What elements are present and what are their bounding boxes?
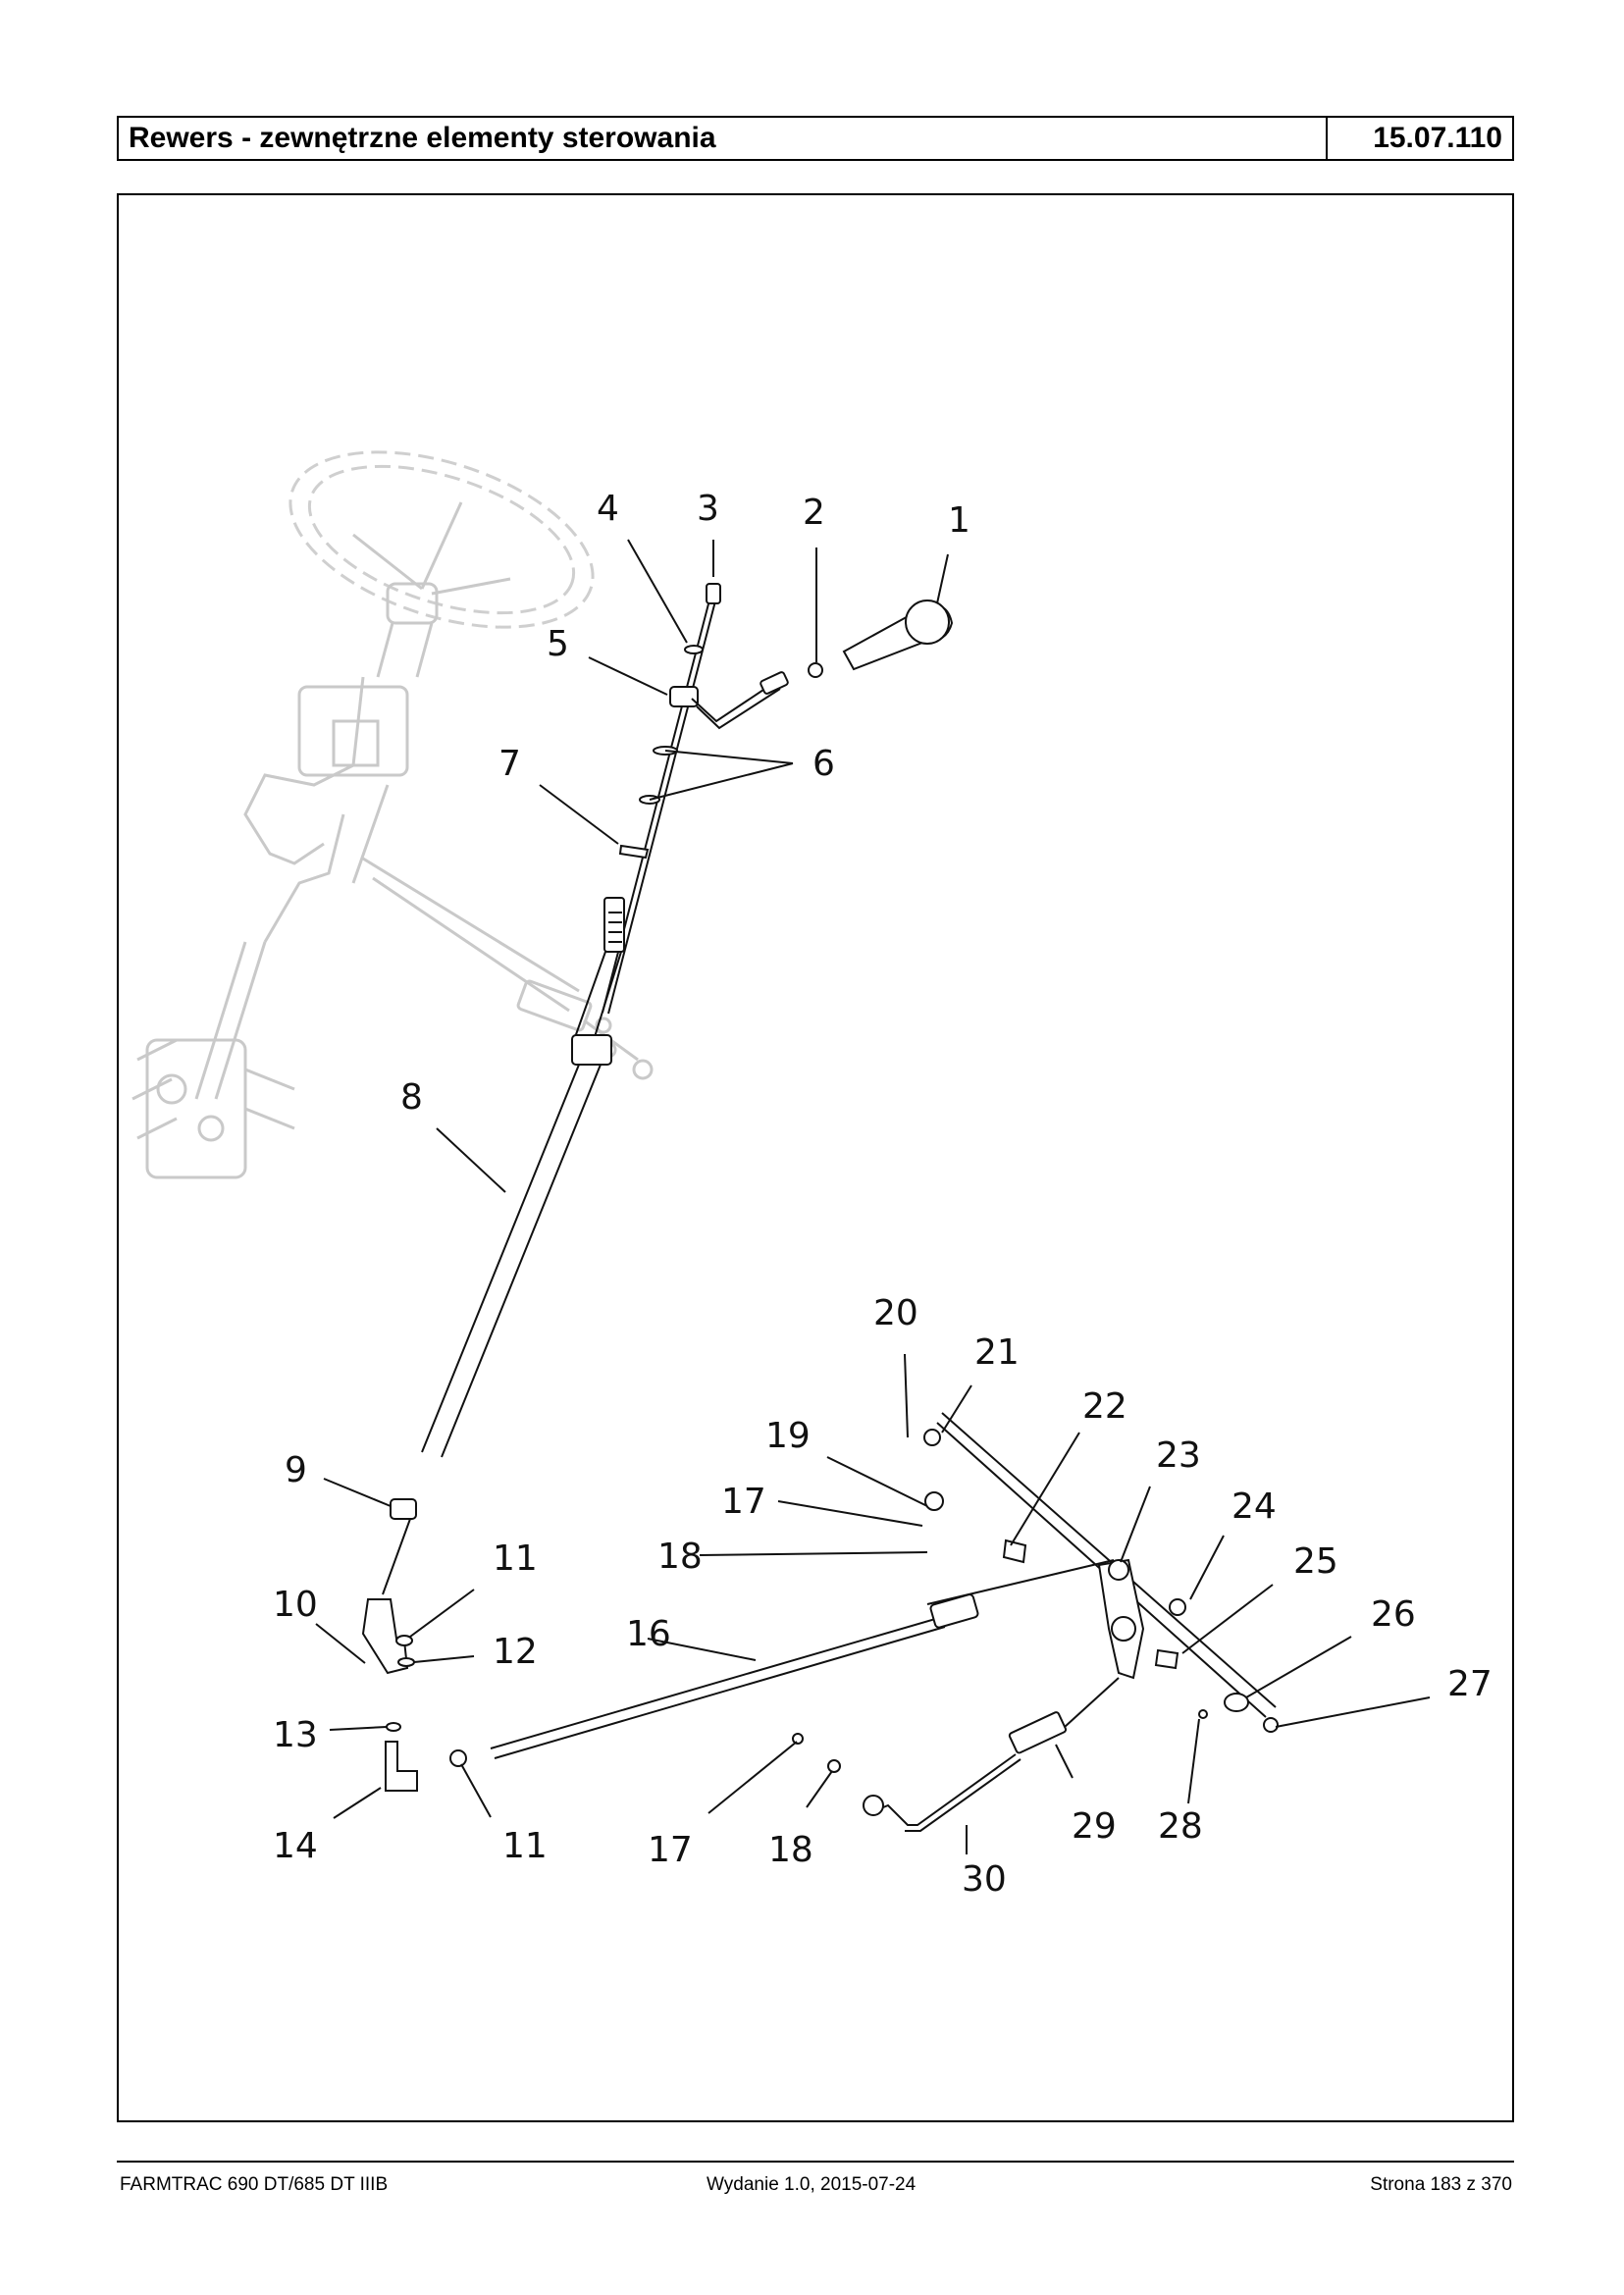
ghost-steering-assembly: [131, 450, 654, 1179]
callout-27: 27: [1447, 1664, 1493, 1704]
header-divider: [1326, 118, 1328, 159]
callout-22: 22: [1082, 1386, 1127, 1427]
callout-18-lower: 18: [768, 1830, 813, 1870]
footer-divider: [117, 2161, 1514, 2163]
callout-28: 28: [1158, 1806, 1203, 1847]
upper-reverse-lever: [361, 583, 954, 1792]
callout-5: 5: [547, 624, 569, 664]
callout-19: 19: [765, 1416, 811, 1456]
callout-7: 7: [498, 744, 521, 784]
callout-8: 8: [400, 1077, 423, 1118]
callout-21: 21: [974, 1332, 1020, 1373]
lower-linkage: [449, 1412, 1279, 1832]
callout-14: 14: [273, 1826, 318, 1866]
callout-2: 2: [803, 493, 825, 533]
callout-4: 4: [597, 489, 619, 529]
callout-18-upper: 18: [657, 1537, 703, 1577]
callout-17-lower: 17: [648, 1830, 693, 1870]
callout-25: 25: [1293, 1541, 1338, 1582]
footer-model: FARMTRAC 690 DT/685 DT IIIB: [120, 2174, 389, 2195]
callout-23: 23: [1156, 1435, 1201, 1476]
callout-3: 3: [697, 489, 719, 529]
callout-12: 12: [493, 1632, 538, 1672]
drawing-frame: [117, 193, 1514, 2122]
footer-edition: Wydanie 1.0, 2015-07-24: [707, 2174, 917, 2195]
callout-24: 24: [1231, 1487, 1277, 1527]
leader-lines: [315, 539, 1431, 1854]
page-header: Rewers - zewnętrzne elementy sterowania …: [117, 116, 1514, 161]
callout-26: 26: [1371, 1594, 1416, 1635]
callout-20: 20: [873, 1293, 918, 1333]
callout-9: 9: [285, 1450, 307, 1490]
footer-page-number: Strona 183 z 370: [1370, 2174, 1512, 2195]
callout-17-upper: 17: [721, 1482, 766, 1522]
page-title: Rewers - zewnętrzne elementy sterowania: [129, 122, 716, 154]
callout-11-lower: 11: [502, 1826, 548, 1866]
callout-30: 30: [962, 1859, 1007, 1900]
callout-6: 6: [812, 744, 835, 784]
callout-11-upper: 11: [493, 1539, 538, 1579]
section-code: 15.07.110: [1373, 122, 1502, 154]
callout-29: 29: [1072, 1806, 1117, 1847]
callout-1: 1: [948, 500, 970, 541]
callout-13: 13: [273, 1715, 318, 1755]
callout-labels: 1 2 3 4 5 6 7 8 9 10 11 11 12 13 14 16 1…: [273, 489, 1493, 1900]
callout-10: 10: [273, 1585, 318, 1625]
callout-16: 16: [626, 1614, 671, 1654]
